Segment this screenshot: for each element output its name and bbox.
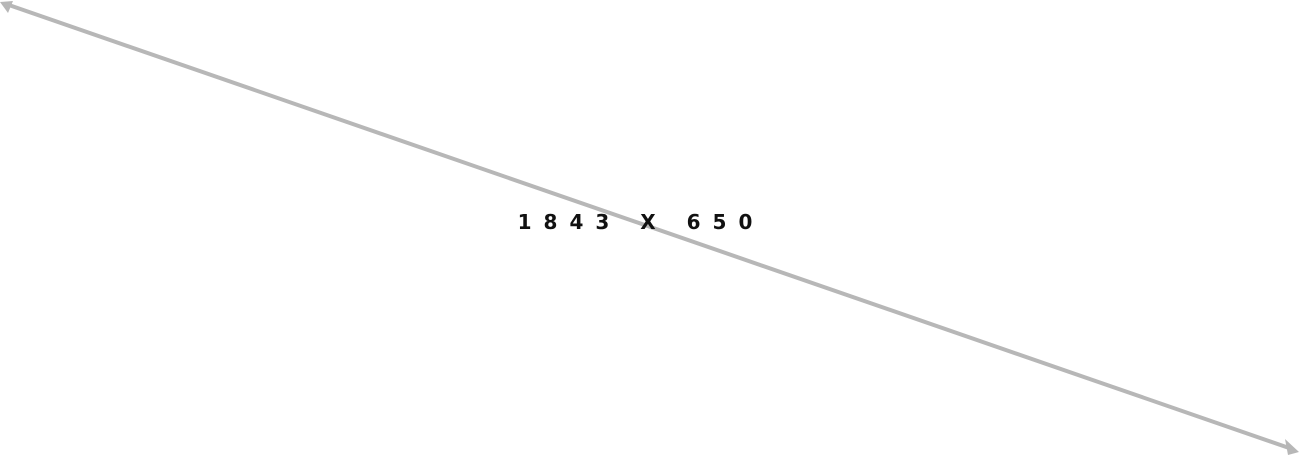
diagonal-line — [4, 2, 1294, 451]
dimension-label: 1843 X 650 — [517, 210, 765, 234]
arrowhead-bottom-right — [1285, 439, 1299, 455]
arrowhead-top-left — [0, 1, 13, 13]
